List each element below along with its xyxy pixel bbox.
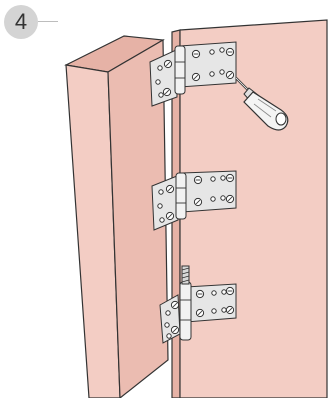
hinge-assembly-illustration xyxy=(0,0,332,398)
